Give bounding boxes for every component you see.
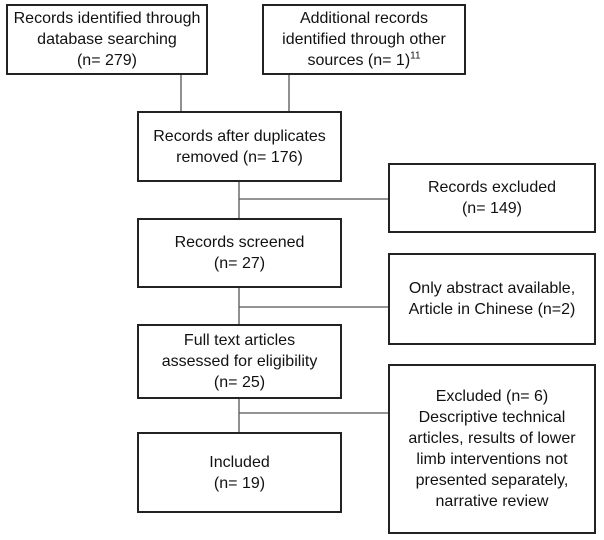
additional-records-line-2: identified through other xyxy=(282,31,446,48)
database-search-line-2: database searching xyxy=(37,31,177,48)
full-text-line-1: Full text articles xyxy=(183,332,296,349)
database-search-line-1: Records identified through xyxy=(13,10,201,27)
additional-records-line-1: Additional records xyxy=(299,10,429,27)
abstract-only-line-2: Article in Chinese (n=2) xyxy=(408,301,576,318)
records-excluded-box: Records excluded (n= 149) xyxy=(388,163,596,233)
database-search-count: (n= 279) xyxy=(76,52,138,69)
excluded-full-text-line-2: Descriptive technical xyxy=(418,409,566,426)
excluded-full-text-line-4: limb interventions not xyxy=(416,451,568,468)
additional-records-box: Additional records identified through ot… xyxy=(262,4,466,75)
excluded-full-text-line-6: narrative review xyxy=(435,493,549,510)
records-excluded-label: Records excluded xyxy=(427,179,557,196)
excluded-full-text-line-1: Excluded (n= 6) xyxy=(435,388,549,405)
full-text-line-2: assessed for eligibility xyxy=(161,353,318,370)
excluded-full-text-line-5: presented separately, xyxy=(415,472,569,489)
excluded-full-text-line-3: articles, results of lower xyxy=(408,430,576,447)
full-text-box: Full text articles assessed for eligibil… xyxy=(137,324,342,399)
abstract-only-box: Only abstract available, Article in Chin… xyxy=(388,253,596,345)
after-duplicates-box: Records after duplicates removed (n= 176… xyxy=(137,111,342,182)
included-count: (n= 19) xyxy=(213,474,266,492)
abstract-only-line-1: Only abstract available, xyxy=(408,280,576,297)
records-screened-count: (n= 27) xyxy=(213,255,266,272)
database-search-box: Records identified through database sear… xyxy=(6,4,208,75)
records-screened-box: Records screened (n= 27) xyxy=(137,218,342,288)
records-screened-label: Records screened xyxy=(174,234,305,251)
included-box: Included (n= 19) xyxy=(137,432,342,513)
excluded-full-text-box: Excluded (n= 6) Descriptive technical ar… xyxy=(388,364,596,534)
citation-superscript: 11 xyxy=(410,50,421,62)
after-duplicates-line-2: removed (n= 176) xyxy=(176,148,303,166)
full-text-count: (n= 25) xyxy=(213,374,266,391)
after-duplicates-line-1: Records after duplicates xyxy=(153,127,326,145)
additional-records-line-3: sources (n= 1)11 xyxy=(307,50,420,71)
included-label: Included xyxy=(209,453,270,471)
additional-records-count: sources (n= 1) xyxy=(307,52,411,69)
records-excluded-count: (n= 149) xyxy=(461,200,523,217)
